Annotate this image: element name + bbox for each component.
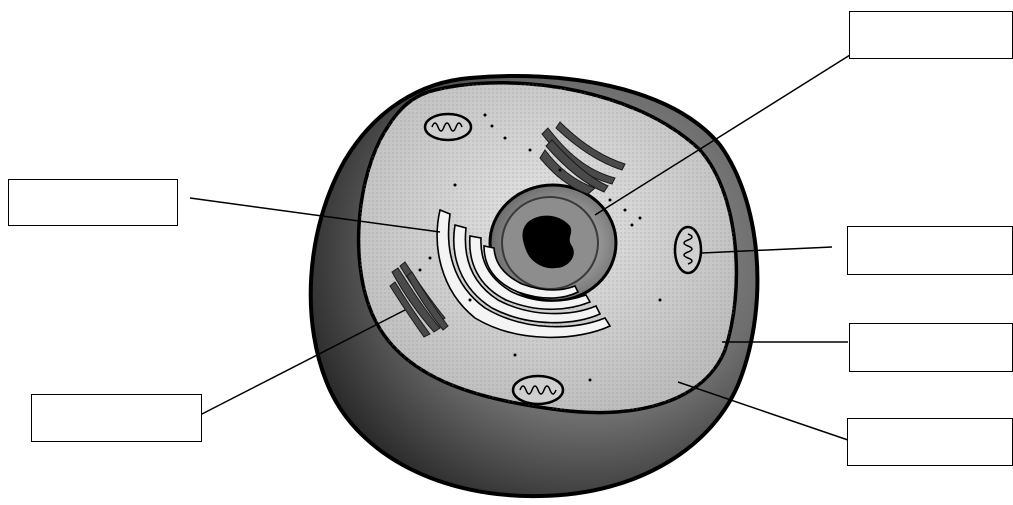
mitochondrion-bottom	[513, 376, 563, 404]
label-box-mitochondrion[interactable]	[847, 226, 1013, 275]
label-box-golgi[interactable]	[8, 179, 178, 226]
mitochondrion-top	[425, 114, 471, 140]
label-box-rough-er[interactable]	[31, 394, 202, 442]
label-box-cell-membrane[interactable]	[849, 323, 1013, 372]
mitochondrion-right	[675, 227, 701, 273]
label-box-nucleus[interactable]	[849, 11, 1013, 59]
label-box-cytoplasm[interactable]	[847, 418, 1013, 466]
